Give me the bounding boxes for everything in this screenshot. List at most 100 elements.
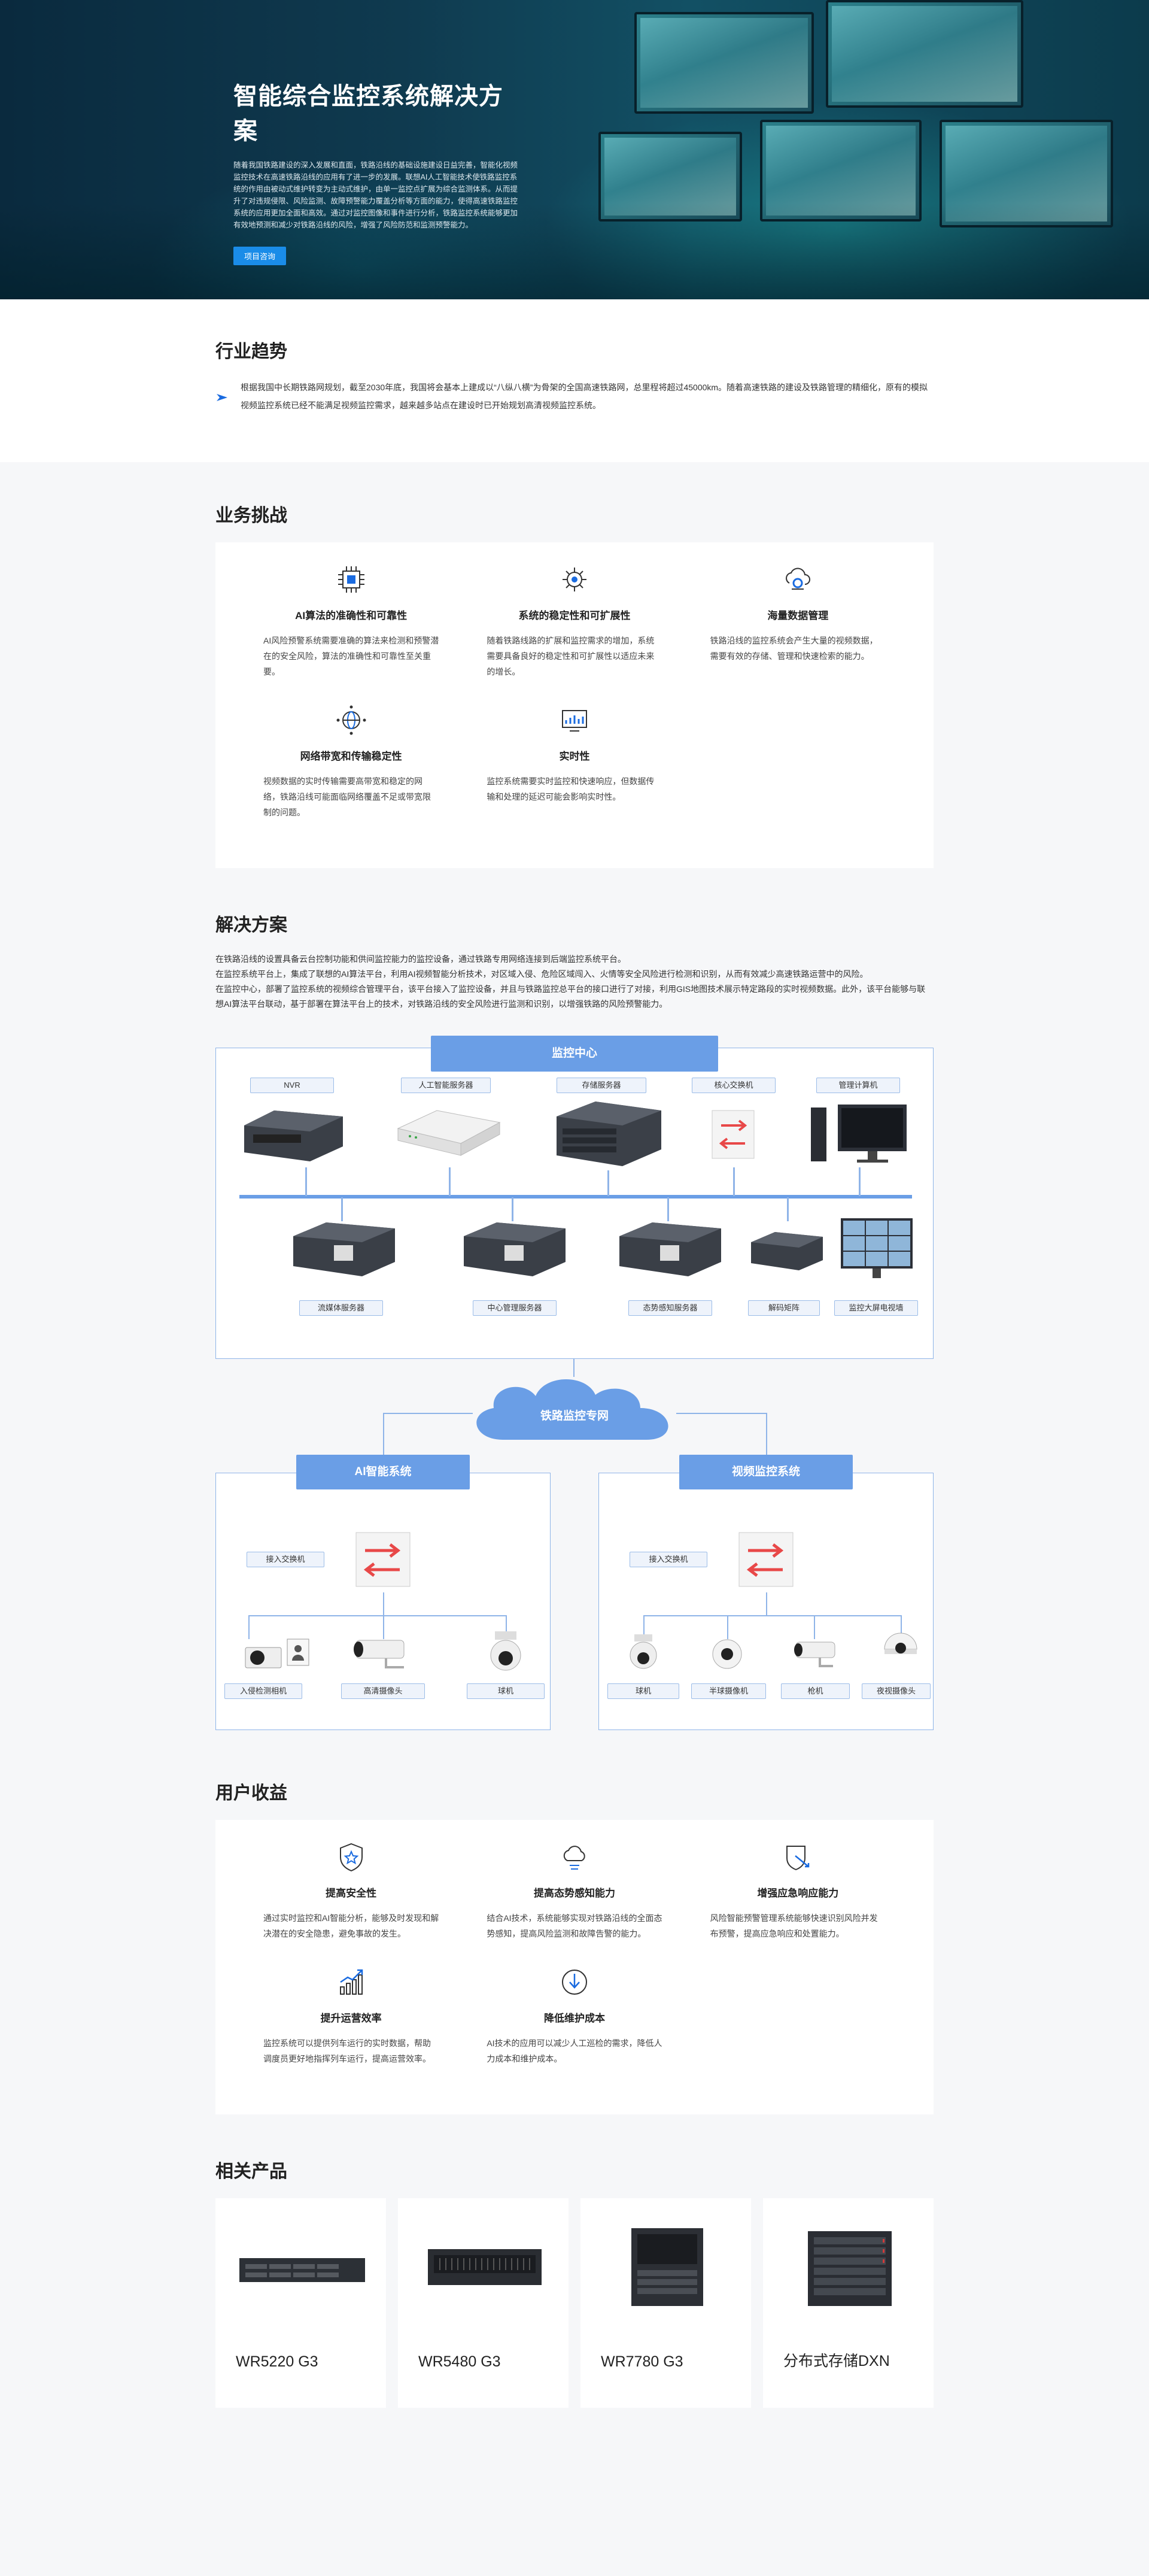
challenge-title: 实时性 (559, 751, 590, 762)
railway-network-cloud (476, 1379, 668, 1440)
camera-label: 球机 (467, 1683, 545, 1699)
monitor-illustration (634, 12, 814, 114)
challenge-title: 海量数据管理 (767, 610, 829, 621)
globe-network-icon (336, 705, 366, 735)
streaming-server-device (293, 1222, 395, 1276)
dome-camera-device (630, 1634, 657, 1669)
user-benefit-section: 用户收益 提高安全性 通过实时监控和AI智能分析，能够及时发现和解决潜在的安全隐… (0, 1766, 1149, 2138)
benefit-title: 增强应急响应能力 (757, 1888, 839, 1899)
section-title: 解决方案 (215, 915, 287, 935)
business-challenge-section: 业务挑战 AI算法的准确性和可靠性 AI风险预警系统需要准确的算法来检测和预警潜… (0, 462, 1149, 898)
challenge-item: 海量数据管理 铁路沿线的监控系统会产生大量的视频数据，需要有效的存储、管理和快速… (686, 563, 910, 703)
cloud-awareness-icon (563, 1846, 585, 1870)
realtime-chart-icon (561, 710, 587, 732)
solution-paragraph: 在铁路沿线的设置具备云台控制功能和供间监控能力的监控设备，通过铁路专用网络连接到… (215, 954, 626, 964)
device-label: 解码矩阵 (748, 1300, 820, 1316)
product-image (631, 2228, 703, 2306)
camera-label: 枪机 (781, 1683, 850, 1699)
shield-star-icon (339, 1843, 363, 1872)
consult-button[interactable]: 项目咨询 (233, 247, 287, 265)
data-cloud-icon (786, 568, 811, 590)
camera-label: 半球摄像机 (691, 1683, 766, 1699)
section-title: 行业趋势 (215, 342, 287, 362)
monitor-illustration (826, 0, 1023, 108)
device-label: 存储服务器 (557, 1078, 646, 1093)
benefit-text: 通过实时监控和AI智能分析，能够及时发现和解决潜在的安全隐患，避免事故的发生。 (263, 1913, 439, 1938)
challenge-title: AI算法的准确性和可靠性 (295, 610, 408, 621)
access-switch-device (355, 1532, 411, 1587)
storage-server-device (557, 1102, 661, 1166)
device-label: NVR (250, 1078, 334, 1093)
monitor-illustration (598, 132, 742, 222)
benefit-text: 结合AI技术，系统能够实现对铁路沿线的全面态势感知，提高风险监测和故障告警的能力… (487, 1913, 662, 1938)
switch-label: 接入交换机 (630, 1552, 707, 1567)
nvr-device (244, 1110, 343, 1161)
night-vision-camera-device (884, 1633, 917, 1654)
management-pc-device (811, 1105, 907, 1163)
video-system-title: 视频监控系统 (679, 1455, 853, 1489)
access-switch-device (738, 1532, 794, 1587)
device-label: 态势感知服务器 (628, 1300, 712, 1316)
challenge-text: 视频数据的实时传输需要高带宽和稳定的网络，铁路沿线可能面临网络覆盖不足或带宽限制… (263, 776, 431, 817)
product-card[interactable]: WR5220 G3 (215, 2198, 386, 2408)
hero-banner: 智能综合监控系统解决方案 随着我国铁路建设的深入发展和直面，铁路沿线的基础设施建… (0, 0, 1149, 299)
product-image (808, 2231, 892, 2306)
hero-description: 随着我国铁路建设的深入发展和直面，铁路沿线的基础设施建设日益完善，智能化视频监控… (233, 161, 518, 229)
benefit-title: 降低维护成本 (543, 2013, 605, 2024)
trend-text: 根据我国中长期铁路网规划，截至2030年底，我国将会基本上建成以“八纵八横”为骨… (241, 383, 928, 410)
benefit-item: 提高安全性 通过实时监控和AI智能分析，能够及时发现和解决潜在的安全隐患，避免事… (239, 1840, 463, 1965)
solution-paragraph: 在监控系统平台上，集成了联想的AI算法平台，利用AI视频智能分析技术，对区域入侵… (215, 969, 868, 979)
product-card[interactable]: 分布式存储DXN (763, 2198, 934, 2408)
challenge-item: 网络带宽和传输稳定性 视频数据的实时传输需要高带宽和稳定的网络，铁路沿线可能面临… (239, 703, 463, 844)
video-wall-device (841, 1218, 913, 1278)
cloud-label: 铁路监控专网 (540, 1410, 609, 1422)
hd-camera-device (354, 1640, 405, 1668)
section-title: 相关产品 (215, 2162, 287, 2181)
benefit-item: 增强应急响应能力 风险智能预警管理系统能够快速识别风险并发布预警，提高应急响应和… (686, 1840, 910, 1965)
down-arrow-circle-icon (561, 1970, 587, 1995)
benefit-text: AI技术的应用可以减少人工巡检的需求，降低人力成本和维护成本。 (487, 2038, 662, 2064)
benefit-title: 提高安全性 (326, 1888, 377, 1899)
solution-section: 解决方案 在铁路沿线的设置具备云台控制功能和供间监控能力的监控设备，通过铁路专用… (0, 898, 1149, 1766)
section-title: 业务挑战 (215, 506, 287, 526)
benefit-title: 提高态势感知能力 (533, 1888, 615, 1899)
camera-label: 夜视摄像头 (862, 1683, 931, 1699)
architecture-diagram: 监控中心 NVR 人工智能服务器 存储服务器 核心交换机 管理计算机 (215, 1036, 934, 1742)
challenge-text: 监控系统需要实时监控和快速响应，但数据传输和处理的延迟可能会影响实时性。 (487, 776, 655, 802)
product-card[interactable]: WR7780 G3 (580, 2198, 751, 2408)
core-switch-device (712, 1110, 755, 1159)
chip-icon (338, 566, 364, 593)
product-card[interactable]: WR5480 G3 (398, 2198, 569, 2408)
ai-system-title: AI智能系统 (296, 1455, 470, 1489)
device-label: 监控大屏电视墙 (834, 1300, 918, 1316)
benefit-title: 提升运营效率 (320, 2013, 382, 2024)
benefit-item: 提高态势感知能力 结合AI技术，系统能够实现对铁路沿线的全面态势感知，提高风险监… (463, 1840, 686, 1965)
device-label: 人工智能服务器 (401, 1078, 491, 1093)
dome-camera-device (490, 1631, 521, 1671)
decoder-matrix-device (751, 1232, 823, 1270)
half-dome-camera-device (712, 1639, 742, 1669)
intrusion-camera-device (245, 1639, 309, 1668)
camera-label: 球机 (607, 1683, 679, 1699)
benefit-text: 风险智能预警管理系统能够快速识别风险并发布预警，提高应急响应和处置能力。 (710, 1913, 878, 1938)
product-name: WR7780 G3 (601, 2353, 683, 2370)
ai-server-device (397, 1110, 501, 1156)
monitor-center-title: 监控中心 (431, 1036, 718, 1072)
device-label: 管理计算机 (816, 1078, 900, 1093)
shield-arrow-icon (786, 1846, 810, 1871)
product-name: 分布式存储DXN (783, 2353, 890, 2369)
related-products-section: 相关产品 WR5220 G3 WR5480 G3 (0, 2138, 1149, 2456)
network-bus (239, 1195, 912, 1199)
benefit-item: 降低维护成本 AI技术的应用可以减少人工巡检的需求，降低人力成本和维护成本。 (463, 1965, 686, 2090)
gear-network-icon (562, 568, 586, 591)
camera-label: 高清摄像头 (341, 1683, 425, 1699)
section-title: 用户收益 (215, 1783, 287, 1803)
product-name: WR5480 G3 (418, 2353, 501, 2370)
device-label: 核心交换机 (692, 1078, 776, 1093)
device-label: 流媒体服务器 (299, 1300, 383, 1316)
benefit-item: 提升运营效率 监控系统可以提供列车运行的实时数据，帮助调度员更好地指挥列车运行，… (239, 1965, 463, 2090)
challenge-text: 铁路沿线的监控系统会产生大量的视频数据，需要有效的存储、管理和快速检索的能力。 (710, 636, 878, 661)
bullet-camera-device (794, 1642, 835, 1667)
switch-label: 接入交换机 (247, 1552, 324, 1567)
growth-chart-icon (339, 1969, 363, 1995)
